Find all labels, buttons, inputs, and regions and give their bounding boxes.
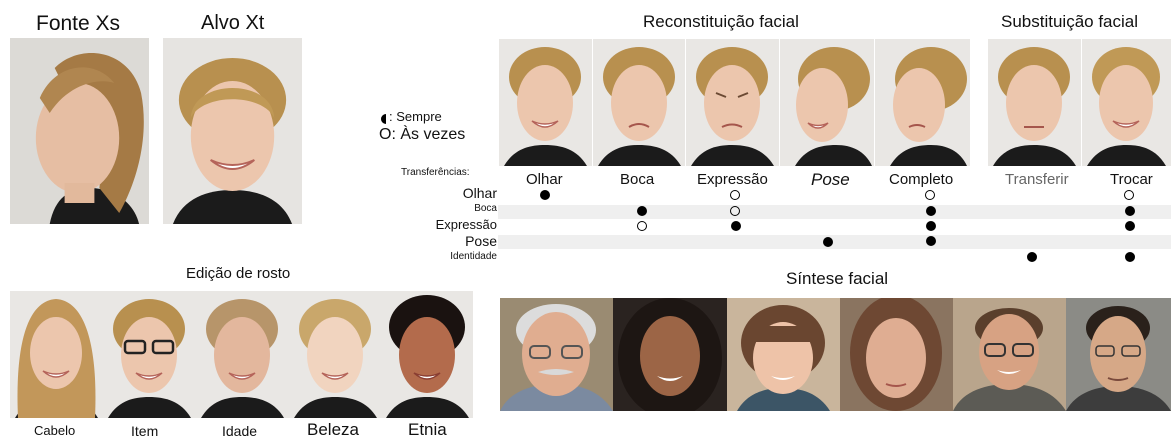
- substitution-face-swap: [1082, 39, 1171, 166]
- mark-gaze-expression-sometimes: [730, 190, 740, 200]
- reconstruction-face-gaze: [499, 39, 592, 166]
- mark-identity-swap-always: [1125, 252, 1135, 262]
- editing-face-age: [196, 291, 289, 418]
- column-label-expression: Expressão: [697, 171, 768, 188]
- synthesis-face-1: [500, 298, 613, 411]
- editing-face-beauty: [289, 291, 381, 418]
- row-band-pose: [498, 235, 1171, 249]
- row-label-expression: Expressão: [435, 217, 497, 232]
- synthesis-face-3: [727, 298, 840, 411]
- editing-label-ethnicity: Etnia: [408, 420, 447, 439]
- reconstruction-face-expression: [686, 39, 779, 166]
- editing-label-age: Idade: [222, 423, 258, 439]
- synthesis-face-4: [840, 298, 953, 411]
- column-label-pose: Pose: [811, 170, 850, 189]
- reconstruction-title: Reconstituição facial: [643, 12, 799, 31]
- target-face-photo: [163, 38, 302, 224]
- editing-label-hair: Cabelo: [34, 423, 76, 438]
- editing-label-beauty: Beleza: [307, 420, 359, 439]
- mark-gaze-gaze-always: [540, 190, 550, 200]
- column-label-complete: Completo: [889, 171, 954, 188]
- reconstruction-face-complete: [875, 39, 970, 166]
- column-label-swap: Trocar: [1110, 171, 1153, 188]
- mark-expression-swap-always: [1125, 221, 1135, 231]
- mark-mouth-mouth-always: [637, 206, 647, 216]
- editing-face-ethnicity: [381, 291, 473, 418]
- synthesis-face-6: [1066, 298, 1171, 411]
- source-label: Fonte Xs: [36, 12, 121, 35]
- mark-identity-transfer-always: [1027, 252, 1037, 262]
- editing-title: Edição de rosto: [186, 265, 291, 282]
- editing-label-item: Item: [131, 423, 159, 439]
- source-face-photo: [10, 38, 149, 224]
- row-label-mouth: Boca: [474, 203, 497, 214]
- row-band-mouth: [498, 205, 1171, 219]
- substitution-face-transfer: [988, 39, 1081, 166]
- substitution-title: Substituição facial: [1001, 12, 1139, 31]
- synthesis-face-2: [613, 298, 727, 411]
- synthesis-face-5: [953, 298, 1066, 411]
- row-label-pose: Pose: [465, 233, 497, 249]
- reconstruction-face-pose: [780, 39, 874, 166]
- legend-sometimes-label: O: Às vezes: [379, 126, 466, 143]
- transfers-header: Transferências:: [401, 167, 470, 178]
- column-label-mouth: Boca: [620, 171, 655, 188]
- mark-mouth-expression-sometimes: [730, 206, 740, 216]
- row-label-gaze: Olhar: [462, 185, 497, 201]
- legend-always-label: : Sempre: [389, 109, 442, 124]
- synthesis-title: Síntese facial: [786, 269, 889, 288]
- column-label-gaze: Olhar: [526, 171, 563, 188]
- editing-face-hair: [10, 291, 103, 418]
- mark-gaze-swap-sometimes: [1124, 190, 1134, 200]
- editing-face-item: [103, 291, 196, 418]
- mark-expression-expression-always: [731, 221, 741, 231]
- mark-mouth-swap-always: [1125, 206, 1135, 216]
- target-label: Alvo Xt: [201, 12, 265, 34]
- mark-expression-mouth-sometimes: [637, 221, 647, 231]
- row-label-identity: Identidade: [450, 251, 497, 262]
- mark-mouth-complete-always: [926, 206, 936, 216]
- mark-pose-complete-always: [926, 236, 936, 246]
- column-label-transfer: Transferir: [1005, 171, 1069, 188]
- mark-pose-pose-always: [823, 237, 833, 247]
- legend-always-icon: [380, 111, 388, 124]
- mark-expression-complete-always: [926, 221, 936, 231]
- reconstruction-face-mouth: [593, 39, 685, 166]
- mark-gaze-complete-sometimes: [925, 190, 935, 200]
